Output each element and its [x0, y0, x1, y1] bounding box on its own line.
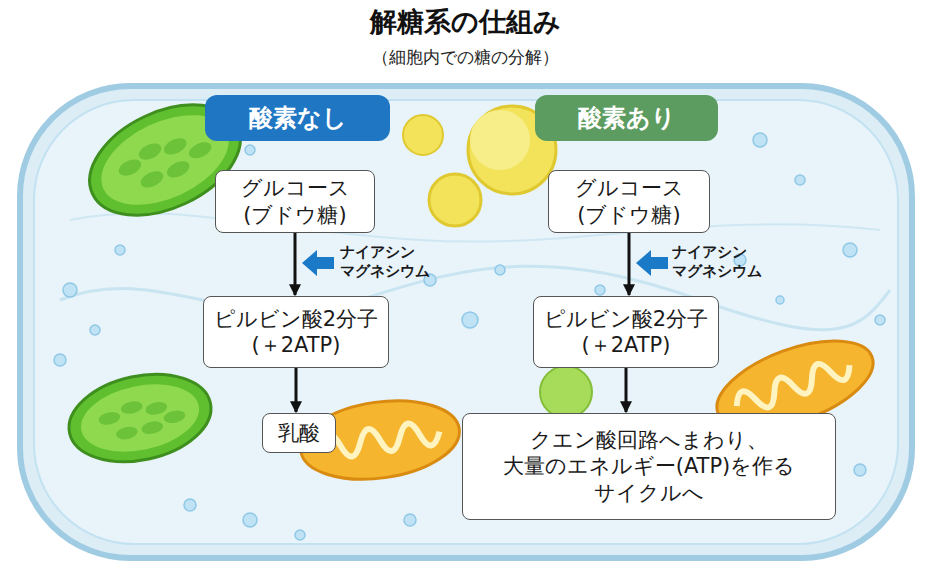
vesicle — [470, 110, 530, 170]
flow-arrow — [625, 368, 628, 412]
nutrient-label: ナイアシン マグネシウム — [672, 243, 787, 281]
node-text: 酸素なし — [249, 103, 347, 133]
process-box: クエン酸回路へまわり、 大量のエネルギー(ATP)を作る サイクルへ — [462, 413, 836, 520]
cytoskeleton — [60, 266, 890, 330]
process-box: 乳酸 — [262, 413, 336, 453]
flow-arrow — [294, 233, 297, 295]
supplement-arrow — [636, 250, 668, 276]
process-box: グルコース (ブドウ糖) — [215, 170, 375, 233]
process-box: ピルビン酸2分子 (＋2ATP) — [533, 296, 719, 368]
flow-arrow — [295, 368, 298, 412]
process-box: ピルビン酸2分子 (＋2ATP) — [203, 296, 389, 368]
condition-header: 酸素あり — [535, 95, 718, 141]
supplement-arrow — [302, 250, 334, 276]
title: 解糖系の仕組み — [0, 4, 930, 40]
vesicle — [429, 174, 481, 226]
node-text: グルコース (ブドウ糖) — [558, 175, 700, 228]
condition-header: 酸素なし — [205, 95, 390, 141]
vesicle — [540, 366, 592, 418]
subtitle: （細胞内での糖の分解） — [372, 46, 559, 69]
process-box: グルコース (ブドウ糖) — [548, 170, 710, 233]
vesicle — [403, 115, 443, 155]
node-text: ピルビン酸2分子 (＋2ATP) — [543, 306, 709, 359]
node-text: グルコース (ブドウ糖) — [225, 175, 365, 228]
cell-membrane — [20, 86, 912, 558]
flow-arrow — [628, 233, 631, 295]
node-text: クエン酸回路へまわり、 大量のエネルギー(ATP)を作る サイクルへ — [472, 427, 826, 506]
nutrient-label: ナイアシン マグネシウム — [340, 243, 455, 281]
node-text: 酸素あり — [578, 103, 676, 133]
node-text: 乳酸 — [278, 420, 320, 446]
chloroplast — [61, 362, 219, 474]
node-text: ピルビン酸2分子 (＋2ATP) — [213, 306, 379, 359]
bubbles — [54, 133, 885, 540]
